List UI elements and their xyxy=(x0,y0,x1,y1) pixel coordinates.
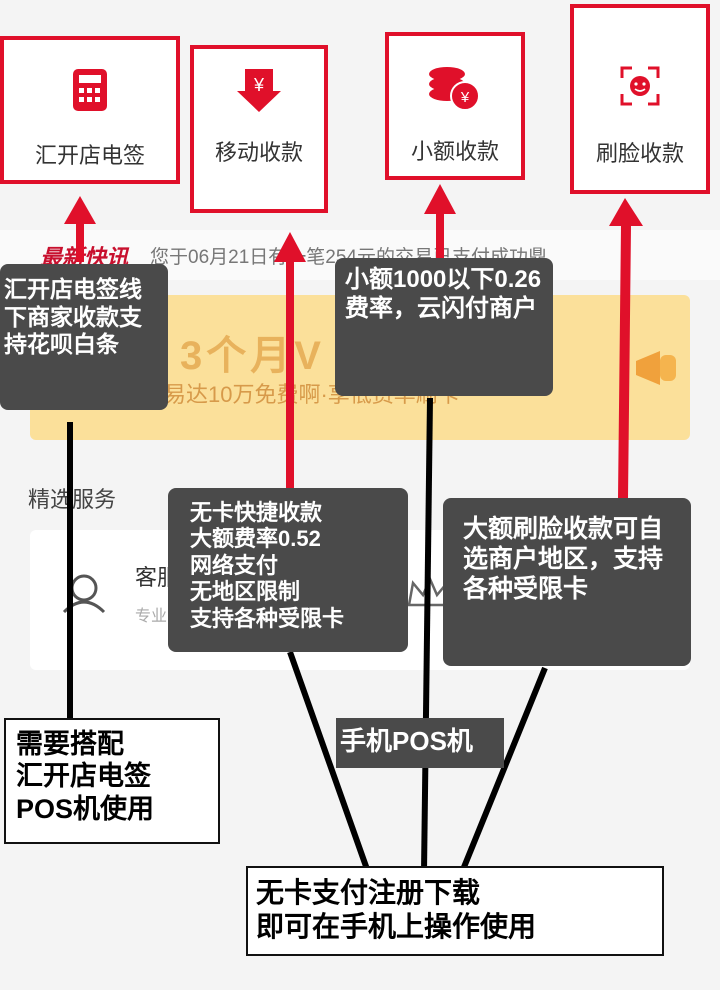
arrow-up-icon xyxy=(424,184,456,258)
service-label: 汇开店电签 xyxy=(34,143,145,168)
calculator-icon xyxy=(73,69,107,111)
service-huikai[interactable]: 汇开店电签 xyxy=(0,36,180,184)
customer-service-subtitle: 专业 xyxy=(135,608,168,625)
callout-cardless: 无卡快捷收款 大额费率0.52 网络支付 无地区限制 支持各种受限卡 xyxy=(168,488,408,652)
coin-stack-icon: ¥ xyxy=(429,67,480,111)
svg-text:¥: ¥ xyxy=(460,89,470,106)
face-scan-icon xyxy=(620,66,660,106)
callout-small-amount: 小额1000以下0.26费率，云闪付商户 xyxy=(335,258,553,396)
service-small[interactable]: ¥ 小额收款 xyxy=(385,32,525,180)
arrow-up-icon xyxy=(64,196,96,262)
service-face[interactable]: 刷脸收款 xyxy=(570,4,710,194)
callout-huikai: 汇开店电签线下商家收款支持花呗白条 xyxy=(0,264,168,410)
phone-pos-label: 手机POS机 xyxy=(336,718,504,768)
service-mobile[interactable]: ¥ 移动收款 xyxy=(190,45,328,213)
banner-title: 3个月V xyxy=(180,334,325,378)
megaphone-icon xyxy=(636,351,676,385)
callout-need-pos: 需要搭配 汇开店电签 POS机使用 xyxy=(4,718,220,844)
svg-text:¥: ¥ xyxy=(253,75,265,95)
service-label: 刷脸收款 xyxy=(595,141,684,166)
callout-face-pay: 大额刷脸收款可自选商户地区，支持各种受限卡 xyxy=(443,498,691,666)
arrow-up-icon xyxy=(274,232,306,488)
yuan-download-icon: ¥ xyxy=(237,69,281,112)
service-label: 移动收款 xyxy=(214,140,303,165)
service-label: 小额收款 xyxy=(410,139,499,164)
arrow-up-icon xyxy=(609,198,643,498)
callout-register-download: 无卡支付注册下载 即可在手机上操作使用 xyxy=(246,866,664,956)
